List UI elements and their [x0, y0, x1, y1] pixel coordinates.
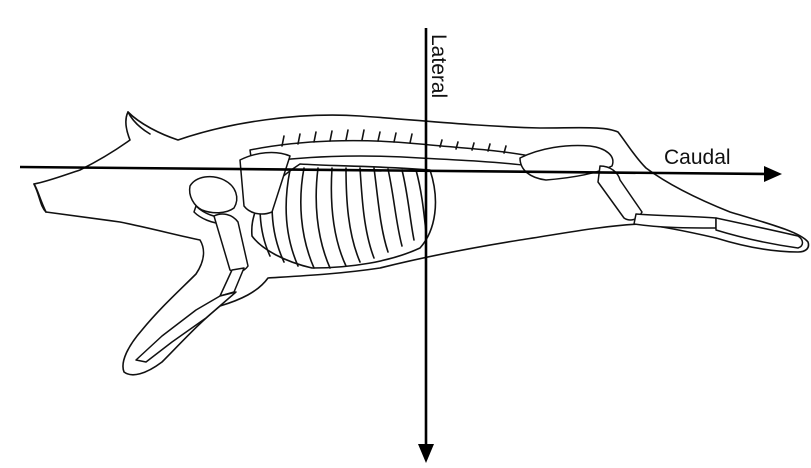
lateral-label: Lateral — [427, 34, 450, 98]
radius — [220, 268, 244, 296]
spine — [250, 141, 530, 166]
caudal-arrowhead — [764, 166, 782, 182]
tibia — [634, 214, 716, 228]
femur — [598, 166, 642, 220]
forefoot — [136, 292, 236, 362]
lateral-arrowhead — [418, 444, 434, 463]
caudal-label: Caudal — [664, 146, 731, 169]
scapula — [240, 153, 290, 214]
snout-outline — [34, 184, 46, 212]
humerus — [214, 214, 248, 272]
orientation-axes — [20, 28, 782, 463]
hindfoot — [716, 218, 803, 248]
foreleg — [136, 214, 248, 362]
